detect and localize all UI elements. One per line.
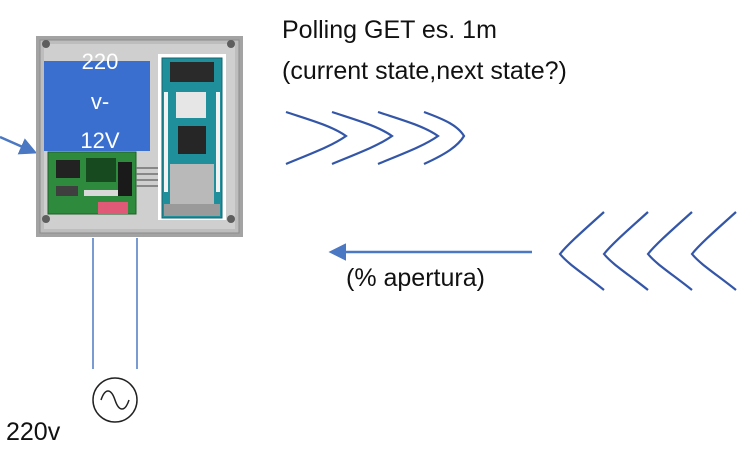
- input-arrow: [0, 135, 38, 155]
- supply-wires: [92, 238, 138, 369]
- psu-label-line1: 220: [81, 49, 119, 74]
- screw-icons: [42, 40, 235, 223]
- supply-label: 220v: [6, 418, 61, 446]
- return-label: (% apertura): [346, 264, 485, 292]
- polling-title-line1: Polling GET es. 1m: [282, 16, 497, 44]
- psu-module: [44, 61, 150, 151]
- microcontroller-board: [158, 54, 226, 220]
- interconnect-wires: [136, 167, 162, 187]
- polling-title-line2: (current state,next state?): [282, 57, 567, 85]
- psu-label-line2: v-: [90, 89, 110, 114]
- psu-label-line3: 12V: [80, 128, 120, 153]
- incoming-wave-icon: [558, 211, 737, 291]
- signal-wave-icon: [285, 110, 466, 166]
- driver-board: [47, 151, 137, 215]
- ac-source-icon: [92, 377, 138, 423]
